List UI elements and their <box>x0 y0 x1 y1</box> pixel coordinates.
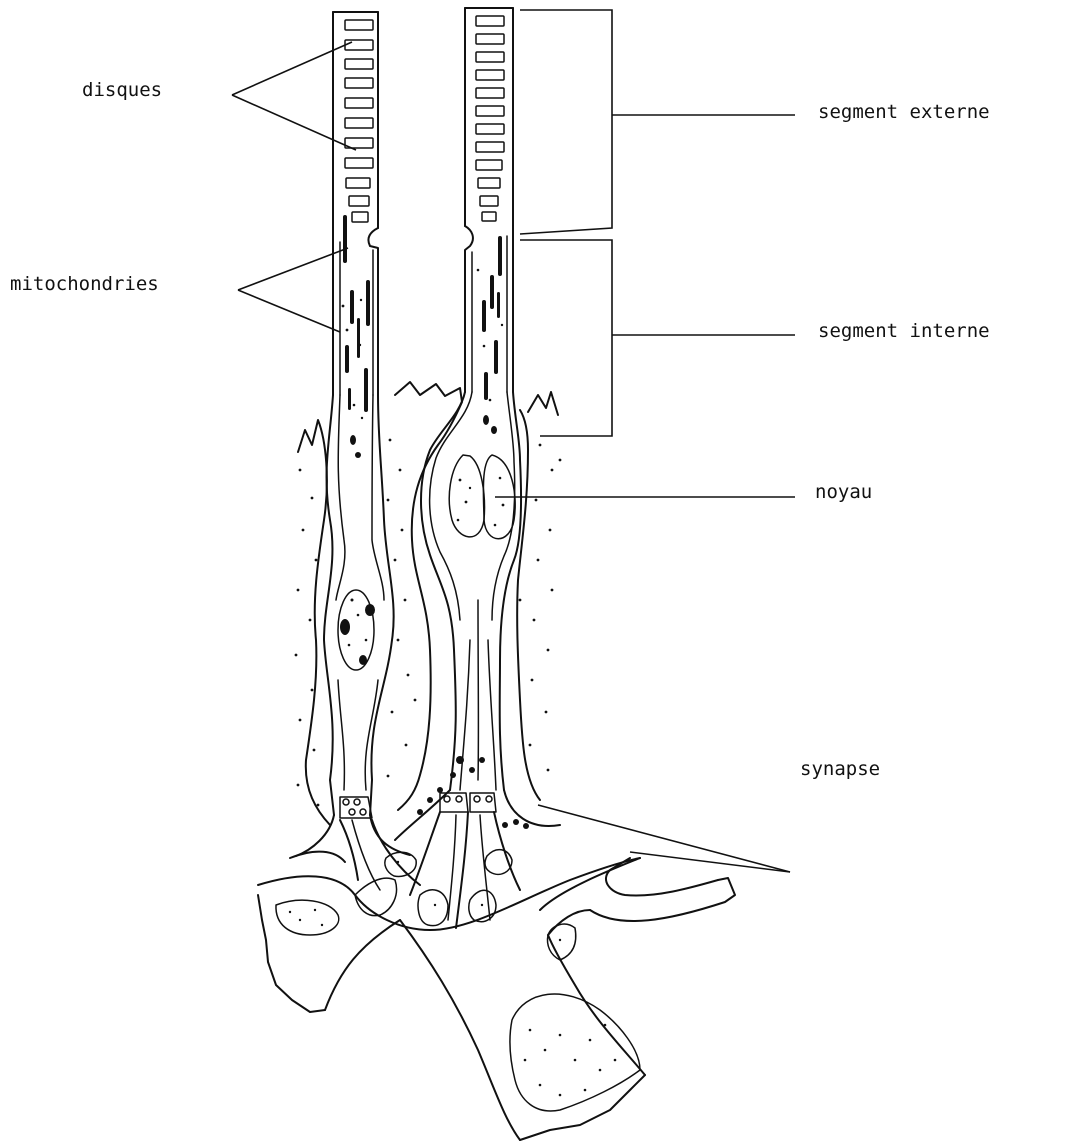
synapse-leader-bottom <box>630 852 790 872</box>
label-segment-externe: segment externe <box>818 101 990 123</box>
mitochondries-leader-top <box>238 248 348 290</box>
segment-interne-bracket <box>520 240 612 436</box>
cone-mitochondria <box>477 236 503 434</box>
label-noyau: noyau <box>815 481 872 503</box>
rod-disc-stack <box>345 20 373 222</box>
rod-synaptic-terminal <box>296 797 410 856</box>
segment-externe-bracket <box>520 10 612 234</box>
rod-mitochondria <box>342 215 370 458</box>
mitochondries-leader-bottom <box>238 290 340 332</box>
label-synapse: synapse <box>800 758 880 780</box>
rod-outer-segment <box>333 12 378 228</box>
label-mitochondries: mitochondries <box>10 273 159 295</box>
cone-inner-segment <box>465 226 513 434</box>
rod-cell-body <box>324 395 394 815</box>
rod-cell <box>296 12 410 856</box>
cone-disc-stack <box>476 16 504 221</box>
cone-outer-segment <box>465 8 513 226</box>
cone-cell <box>395 8 560 840</box>
bipolar-horizontal-cells <box>258 812 735 1140</box>
disques-leader-bottom <box>232 95 356 150</box>
label-segment-interne: segment interne <box>818 320 990 342</box>
synapse-leader-top <box>538 805 790 872</box>
label-disques: disques <box>82 79 162 101</box>
cone-cell-body <box>421 392 521 790</box>
